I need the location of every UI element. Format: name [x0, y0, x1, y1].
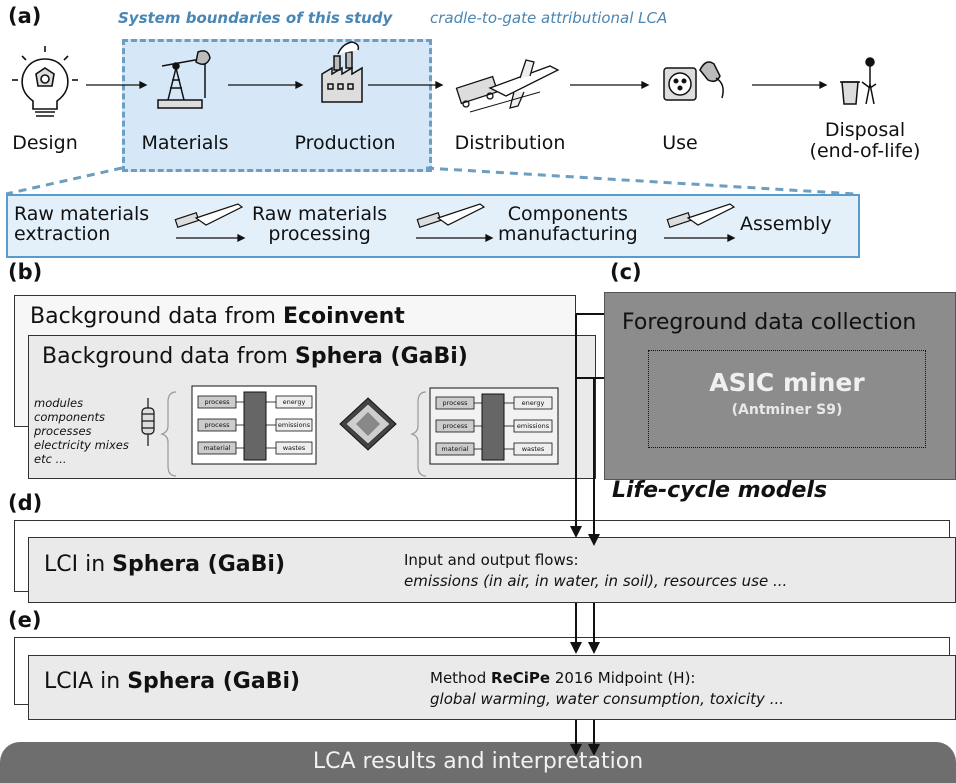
ecoinvent-title-bold: Ecoinvent — [282, 304, 405, 329]
lcia-title: LCIA in Sphera (GaBi) — [44, 669, 300, 694]
transport-icon — [174, 203, 244, 228]
pd1-wastes: wastes — [282, 444, 306, 452]
stage-disposal-label: Disposal (end-of-life) — [800, 120, 930, 162]
resistor-icon — [141, 398, 155, 446]
ecoinvent-title: Background data from Ecoinvent — [30, 304, 405, 329]
sphera-item: etc ... — [34, 452, 67, 466]
sphera-item: components — [34, 410, 106, 424]
stage-production-label: Production — [294, 132, 396, 154]
lci-card — [28, 537, 956, 603]
detail-step-2-line1: Raw materials — [252, 203, 388, 225]
pd1-emissions: emissions — [277, 421, 311, 429]
asic-miner-model: (Antminer S9) — [731, 402, 843, 418]
detail-step-3-line1: Components — [507, 203, 628, 225]
lcia-title-prefix: LCIA in — [44, 669, 128, 694]
pd2-material: material — [441, 445, 469, 453]
panel-e-label: (e) — [8, 608, 42, 632]
factory-icon — [321, 41, 363, 103]
sphera-items-list: modules components processes electricity… — [34, 396, 129, 466]
asic-miner-name: ASIC miner — [709, 368, 865, 397]
stage-flow — [12, 41, 877, 117]
detail-arrows — [174, 203, 736, 243]
lcia-method-detail: global warming, water consumption, toxic… — [430, 690, 784, 708]
detail-step-4-line1: Assembly — [740, 213, 832, 235]
oil-pump-icon — [157, 50, 211, 109]
lcia-method: Method ReCiPe 2016 Midpoint (H): — [430, 669, 695, 687]
stage-materials-label: Materials — [141, 132, 229, 154]
pd1-process-a: process — [204, 398, 230, 406]
detail-box — [6, 194, 860, 258]
panel-c-label: (c) — [610, 260, 642, 284]
pd2-energy: energy — [521, 399, 545, 407]
boundary-subtitle: cradle-to-gate attributional LCA — [430, 9, 668, 27]
panel-a-label: (a) — [8, 4, 42, 28]
detail-step-1-line2: extraction — [14, 223, 111, 245]
foreground-data-panel — [604, 292, 956, 480]
panel-b-label: (b) — [8, 260, 43, 284]
lcia-card — [28, 655, 956, 720]
stage-use-label: Use — [662, 132, 698, 154]
sphera-item: modules — [34, 396, 84, 410]
sphera-item: processes — [34, 424, 92, 438]
pd2-process-b: process — [442, 422, 468, 430]
lcia-method-suffix: 2016 Midpoint (H): — [550, 669, 696, 687]
results-bar — [0, 742, 956, 783]
lcia-method-prefix: Method — [430, 669, 492, 687]
zoom-lines — [5, 166, 857, 196]
process-diagram-2-core — [481, 393, 505, 461]
pd2-process-a: process — [442, 399, 468, 407]
pd2-emissions: emissions — [516, 422, 550, 430]
detail-step-3: Components manufacturing — [498, 204, 638, 244]
detail-step-1: Raw materials extraction — [14, 204, 149, 244]
pd2-wastes: wastes — [521, 445, 545, 453]
detail-step-2: Raw materials processing — [252, 204, 387, 244]
detail-step-2-line2: processing — [268, 223, 371, 245]
sphera-item: electricity mixes — [34, 438, 129, 452]
boundary-title: System boundaries of this study — [118, 9, 393, 27]
lightbulb-icon — [12, 46, 78, 117]
stage-distribution-label: Distribution — [454, 132, 566, 154]
stage-disposal-line2: (end-of-life) — [809, 140, 921, 162]
pd1-material: material — [203, 444, 231, 452]
transport-icon — [416, 203, 486, 228]
truck-plane-icon — [455, 59, 560, 113]
lcia-title-bold: Sphera (GaBi) — [127, 669, 301, 694]
pd1-process-b: process — [204, 421, 230, 429]
sphera-title: Background data from Sphera (GaBi) — [42, 344, 468, 369]
detail-step-1-line1: Raw materials — [14, 203, 150, 225]
lci-flows-title: Input and output flows: — [404, 551, 579, 569]
lci-title-prefix: LCI in — [44, 552, 113, 577]
detail-step-3-line2: manufacturing — [498, 223, 638, 245]
sphera-title-prefix: Background data from — [42, 344, 295, 369]
pd1-energy: energy — [282, 398, 306, 406]
life-cycle-models-label: Life-cycle models — [612, 478, 828, 503]
left-brace — [160, 391, 177, 477]
chip-icon — [339, 397, 397, 451]
process-diagram-1-core — [243, 391, 267, 461]
sphera-title-bold: Sphera (GaBi) — [294, 344, 468, 369]
power-plug-icon — [663, 61, 724, 101]
transport-icon — [666, 203, 736, 228]
stage-design-label: Design — [12, 132, 78, 154]
trash-bin-icon — [840, 57, 877, 105]
lci-flows-detail: emissions (in air, in water, in soil), r… — [404, 572, 788, 590]
ecoinvent-title-prefix: Background data from — [30, 304, 283, 329]
lci-title-bold: Sphera (GaBi) — [112, 552, 286, 577]
asic-miner-box — [648, 350, 926, 448]
results-title: LCA results and interpretation — [312, 749, 644, 774]
stage-disposal-line1: Disposal — [824, 119, 906, 141]
panel-d-label: (d) — [8, 491, 43, 515]
detail-step-4: Assembly — [740, 214, 832, 234]
lci-title: LCI in Sphera (GaBi) — [44, 552, 285, 577]
lcia-method-bold: ReCiPe — [491, 669, 551, 687]
right-brace — [410, 391, 427, 477]
foreground-title: Foreground data collection — [622, 310, 917, 335]
